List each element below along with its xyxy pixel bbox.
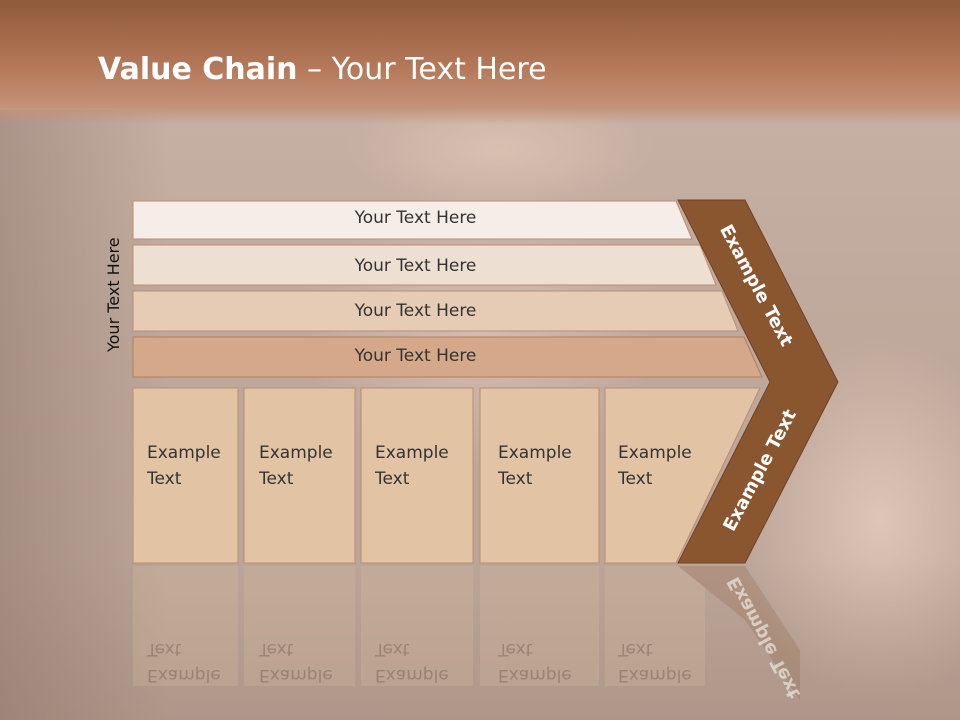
column-2-reflection-label: Example Text — [259, 639, 333, 685]
column-5 — [604, 387, 761, 564]
bar-3 — [132, 290, 739, 332]
column-reflection — [244, 566, 355, 686]
bar-4-label: Your Text Here — [354, 346, 477, 366]
column-reflection — [361, 566, 473, 686]
title-rest: – Your Text Here — [297, 52, 547, 87]
bar-2 — [132, 244, 717, 286]
bar-1-label: Your Text Here — [354, 208, 477, 228]
title-banner — [0, 0, 960, 125]
column-2-label: Example Text — [259, 443, 333, 489]
column-4-label: Example Text — [498, 443, 572, 489]
column-5-label: Example Text — [618, 443, 692, 489]
column-5-reflection-label: Example Text — [618, 639, 692, 685]
column-4-reflection-label: Example Text — [498, 639, 572, 685]
column-reflection — [133, 566, 238, 686]
column-3 — [360, 387, 474, 564]
title-bold: Value Chain — [98, 52, 298, 87]
slide-title: Value Chain – Your Text Here — [98, 52, 547, 87]
reflection-group — [133, 566, 800, 700]
bar-1 — [132, 200, 693, 240]
column-4 — [479, 387, 600, 564]
bar-3-label: Your Text Here — [354, 301, 477, 321]
column-2 — [243, 387, 356, 564]
column-3-reflection-label: Example Text — [375, 639, 449, 685]
chevron-reflection — [678, 566, 800, 700]
chevron-arrow — [677, 199, 839, 564]
column-reflection — [605, 566, 705, 686]
background-shade-bottom — [0, 560, 960, 720]
column-3-label: Example Text — [375, 443, 449, 489]
column-1-label: Example Text — [147, 443, 221, 489]
column-1-reflection-label: Example Text — [147, 639, 221, 685]
bar-2-label: Your Text Here — [354, 256, 477, 276]
column-reflection — [480, 566, 599, 686]
bar-4 — [132, 336, 763, 378]
column-1 — [132, 387, 239, 564]
